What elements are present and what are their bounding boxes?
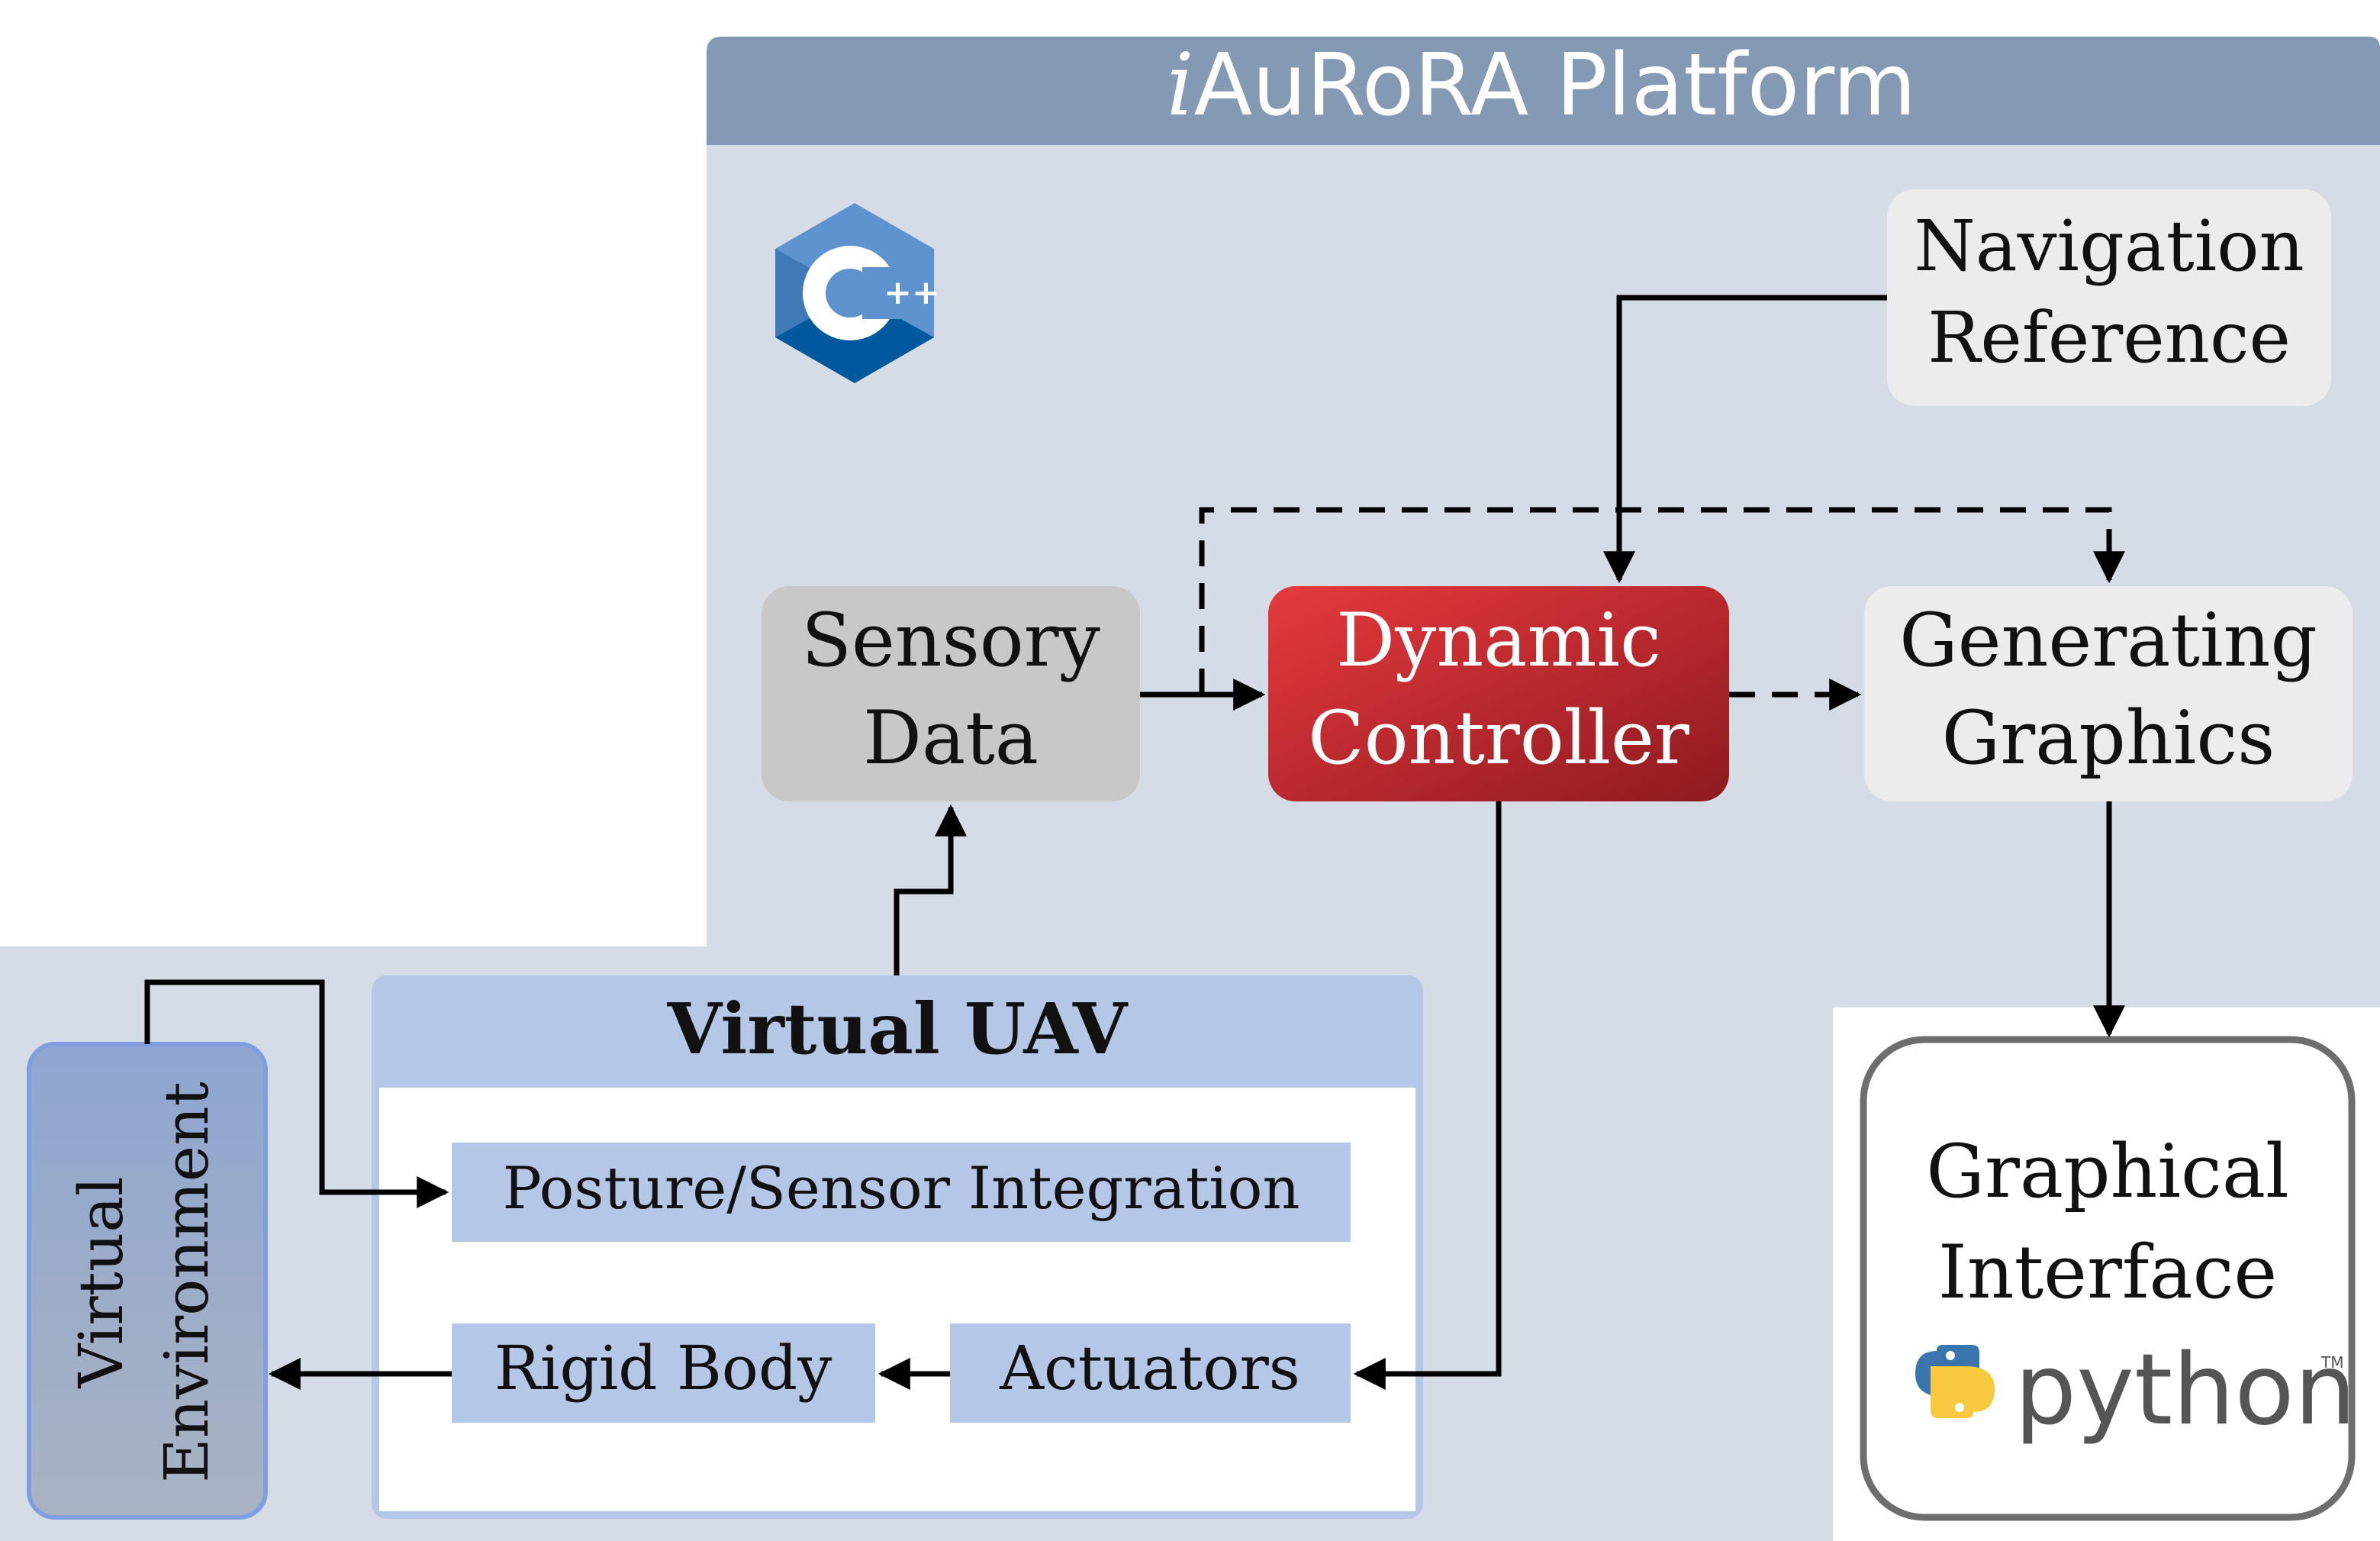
- navigation-reference-line1: Navigation: [1914, 205, 2304, 287]
- graphical-interface-line2: Interface: [1938, 1230, 2277, 1315]
- arrow-navref-to-controller: [1603, 295, 1887, 584]
- virtual-uav-title: Virtual UAV: [667, 988, 1129, 1070]
- sensory-data-block: Sensory Data: [762, 586, 1140, 801]
- cpp-plus-text: ++: [884, 273, 940, 312]
- cpp-logo: ++: [775, 203, 940, 383]
- dynamic-controller-block: Dynamic Controller: [1268, 586, 1729, 801]
- actuators-label: Actuators: [999, 1333, 1300, 1404]
- python-wordmark: python: [2014, 1333, 2356, 1447]
- arrow-controller-to-actuators: [1353, 801, 1502, 1390]
- python-tm: TM: [2320, 1353, 2343, 1372]
- navigation-reference-block: Navigation Reference: [1887, 189, 2331, 406]
- rigid-body-label: Rigid Body: [494, 1333, 833, 1404]
- generating-graphics-line1: Generating: [1899, 598, 2317, 683]
- virtual-environment-line2: Environment: [151, 1082, 222, 1483]
- dynamic-controller-line1: Dynamic: [1336, 598, 1661, 683]
- python-logo: python TM: [1915, 1333, 2356, 1447]
- posture-sensor-label: Posture/Sensor Integration: [503, 1154, 1300, 1222]
- generating-graphics-block: Generating Graphics: [1864, 586, 2353, 801]
- actuators-block: [950, 1323, 1351, 1423]
- virtual-environment-line1: Virtual: [66, 1176, 137, 1388]
- arrow-environment-to-posture: [144, 979, 449, 1208]
- connections: [144, 295, 2125, 1390]
- generating-graphics-line2: Graphics: [1942, 695, 2275, 781]
- platform-title: iAuRoRA Platform: [1167, 36, 1917, 135]
- arrow-uav-to-sensory: [894, 804, 967, 975]
- sensory-data-line1: Sensory: [801, 598, 1100, 683]
- rigid-body-block: [452, 1323, 875, 1423]
- navigation-reference-line2: Reference: [1928, 297, 2291, 379]
- platform-header: [707, 37, 2380, 145]
- graphical-interface-block: Graphical Interface python TM: [1860, 1036, 2356, 1521]
- virtual-environment-block: Virtual Environment: [27, 1042, 268, 1520]
- dashed-arrow-sensory-to-graphics: [1199, 507, 2125, 695]
- virtual-uav-container: Virtual UAV Posture/Sensor Integration R…: [372, 975, 1423, 1519]
- dynamic-controller-line2: Controller: [1308, 695, 1689, 781]
- graphical-interface-line1: Graphical: [1926, 1129, 2289, 1214]
- posture-sensor-block: [452, 1143, 1351, 1242]
- sensory-data-line2: Data: [863, 695, 1039, 781]
